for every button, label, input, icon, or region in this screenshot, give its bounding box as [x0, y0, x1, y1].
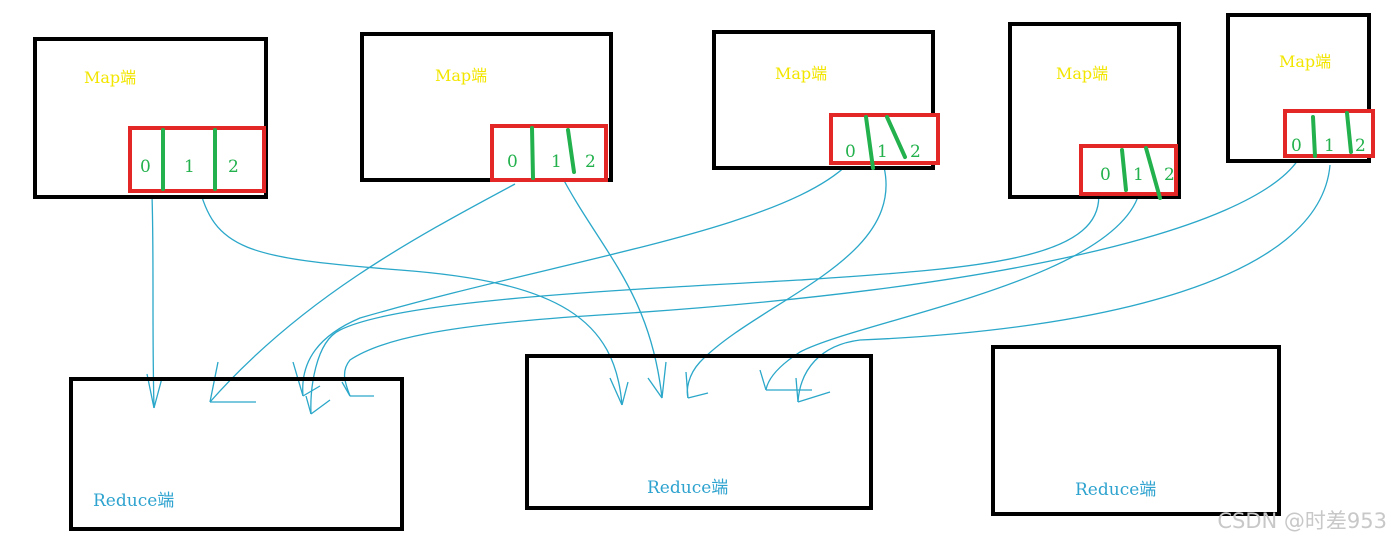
divider	[530, 126, 535, 180]
partition-2: 2	[585, 152, 596, 172]
arrow-head	[759, 369, 767, 391]
arrow-m1p1-r2	[197, 182, 623, 406]
arrow-head	[795, 377, 799, 403]
reduce-node-2: Reduce端	[525, 354, 873, 510]
partition-0: 0	[140, 157, 151, 177]
partition-0: 0	[1100, 165, 1111, 185]
partition-box	[128, 126, 266, 193]
reduce-label: Reduce端	[647, 478, 728, 498]
partition-box	[1079, 144, 1178, 196]
partition-box	[1283, 109, 1375, 158]
reduce-box	[525, 354, 873, 510]
partition-1: 1	[551, 152, 562, 172]
arrow-m2p0-r1	[209, 183, 516, 403]
divider	[1345, 111, 1353, 154]
divider	[566, 128, 576, 174]
partition-2: 2	[1164, 165, 1175, 185]
partition-0: 0	[507, 152, 518, 172]
partition-2: 2	[1355, 136, 1366, 156]
arrow-m1p0-r1	[151, 194, 155, 409]
arrow-m3p0-r1	[302, 163, 849, 397]
arrow-head	[685, 371, 689, 399]
partition-1: 1	[1324, 136, 1335, 156]
reduce-label: Reduce端	[1075, 480, 1156, 500]
arrow-head	[209, 361, 219, 403]
reduce-label: Reduce端	[93, 491, 174, 511]
arrow-head	[305, 395, 312, 415]
map-node-1: Map端 0 1 2	[33, 37, 268, 199]
map-label: Map端	[84, 68, 136, 87]
divider	[1311, 115, 1317, 158]
partition-2: 2	[228, 157, 239, 177]
arrow-head	[310, 399, 331, 415]
partition-box	[490, 124, 608, 182]
map-label: Map端	[1056, 64, 1108, 83]
partition-dividers	[161, 111, 1353, 200]
map-node-5: Map端 0 1 2	[1226, 13, 1375, 163]
arrow-head	[661, 361, 667, 399]
arrow-head	[647, 377, 663, 399]
arrow-m4p0-r1	[310, 187, 1100, 415]
reduce-box	[69, 377, 404, 531]
arrow-m3p2-r2	[686, 166, 887, 399]
arrow-m5p1-r2	[797, 164, 1331, 403]
map-node-3: Map端 0 1 2	[712, 30, 940, 170]
divider	[864, 115, 875, 170]
arrow-m2p1-r2	[559, 172, 663, 399]
partition-1: 1	[877, 142, 888, 162]
arrow-head	[687, 392, 709, 399]
watermark: CSDN @时差953	[1217, 509, 1387, 533]
reduce-node-3: Reduce端	[991, 345, 1281, 516]
partition-1: 1	[1133, 165, 1144, 185]
partition-box	[829, 113, 940, 165]
arrow-m4p1-r2	[765, 189, 1141, 391]
partition-1: 1	[184, 157, 195, 177]
reduce-node-1: Reduce端	[69, 377, 404, 531]
arrow-head	[609, 377, 623, 406]
divider	[1120, 148, 1128, 192]
arrow-head	[797, 391, 831, 403]
shuffle-arrows	[146, 159, 1331, 415]
arrow-m5p0-r1	[343, 159, 1299, 397]
partition-0: 0	[1291, 136, 1302, 156]
reduce-box	[991, 345, 1281, 516]
map-label: Map端	[435, 66, 487, 85]
arrow-head	[621, 381, 629, 406]
map-node-4: Map端 0 1 2	[1008, 22, 1181, 199]
map-label: Map端	[775, 64, 827, 83]
map-label: Map端	[1279, 52, 1331, 71]
map-node-2: Map端 0 1 2	[360, 32, 613, 182]
divider	[885, 115, 907, 159]
partition-0: 0	[845, 142, 856, 162]
arrow-head	[341, 381, 351, 397]
partition-2: 2	[910, 142, 921, 162]
divider	[1144, 146, 1162, 200]
arrow-head	[153, 377, 163, 409]
